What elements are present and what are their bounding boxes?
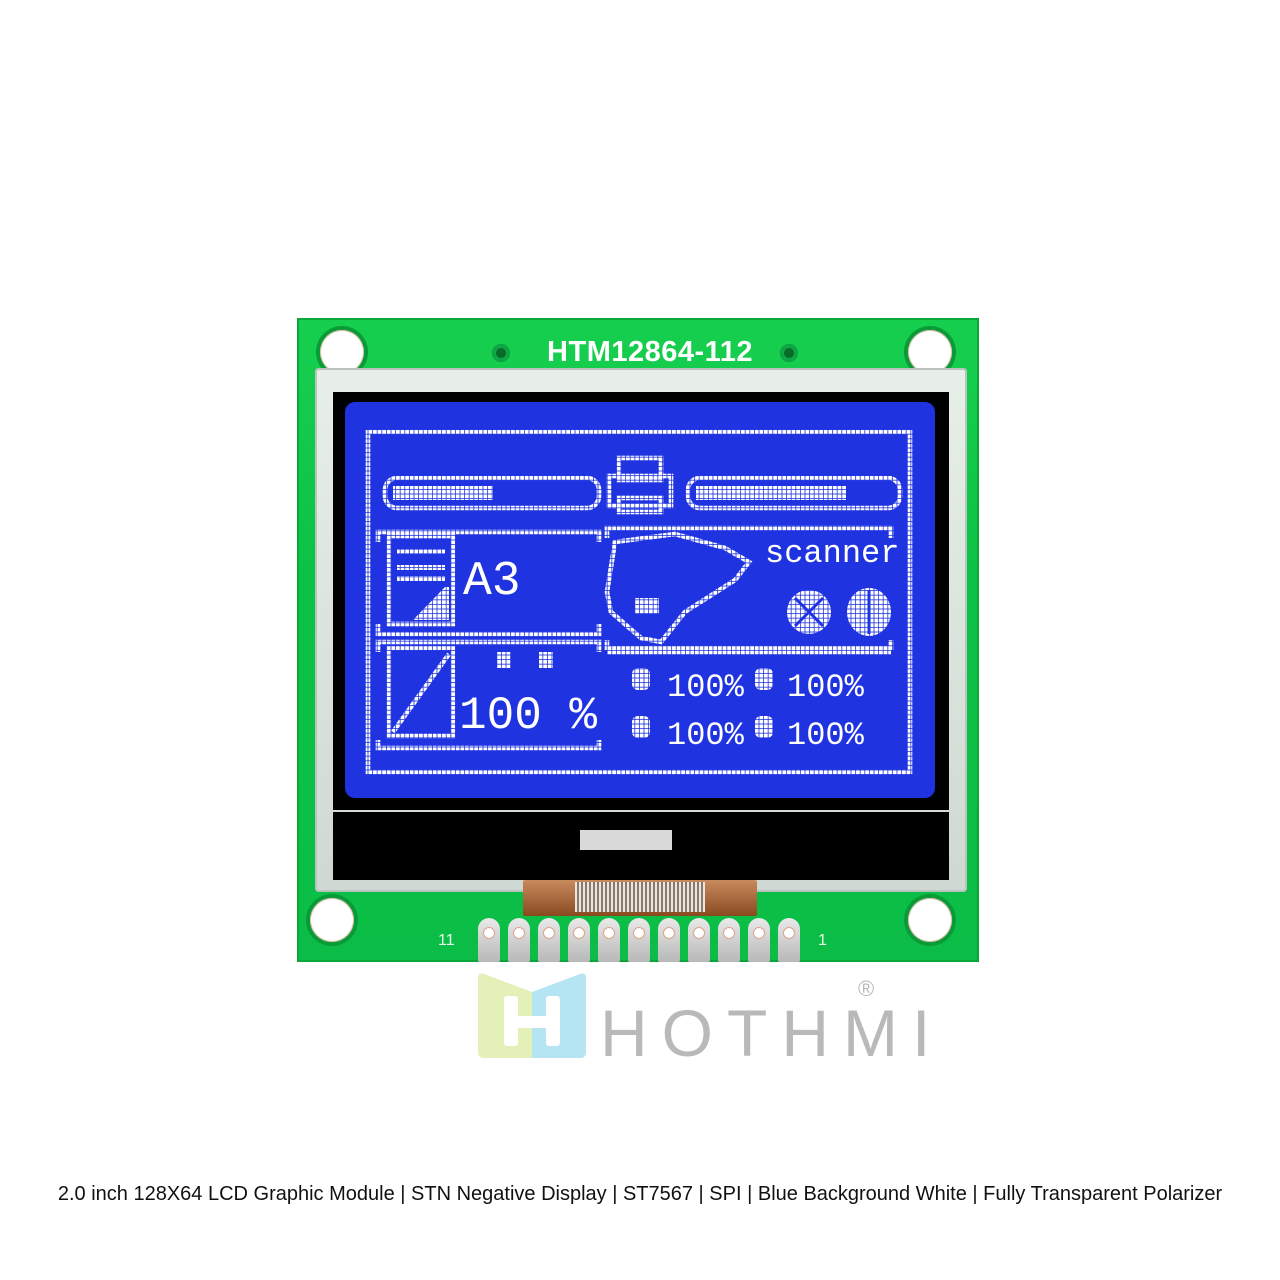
lcd-graphics: A3 scanner 100 % 100% 100% 100% 100%: [365, 429, 913, 775]
ink-m-value: 100%: [787, 669, 865, 706]
pin-label-right: 1: [818, 932, 827, 949]
pin-7: [598, 918, 620, 962]
pin-6: [628, 918, 650, 962]
model-silkscreen: HTM12864-112: [547, 336, 753, 368]
pin-11: [478, 918, 500, 962]
mounting-hole-top-left: [320, 330, 364, 374]
panel-left-top-frame: [375, 529, 602, 637]
screen-outer-border: [365, 429, 913, 775]
zoom-diagonal-icon: [386, 645, 456, 739]
pin-8: [568, 918, 590, 962]
ink-k-value: 100%: [787, 717, 865, 754]
pin-5: [658, 918, 680, 962]
pin-2: [748, 918, 770, 962]
ink-y-value: 100%: [667, 717, 745, 754]
progress-bar-left: [382, 475, 602, 511]
panel-right-top-frame: [604, 525, 894, 651]
ink-c-value: 100%: [667, 669, 745, 706]
ink-c-icon: [632, 668, 650, 690]
fiducial-icon: [780, 344, 798, 362]
lcd-screen: A3 scanner 100 % 100% 100% 100% 100%: [345, 402, 935, 798]
zoom-value: 100 %: [459, 690, 597, 742]
zoom-out-icon: [539, 652, 553, 668]
paper-size-label: A3: [463, 555, 521, 609]
brand-name: HOTHMI: [600, 996, 945, 1070]
fiducial-icon: [492, 344, 510, 362]
product-caption: 2.0 inch 128X64 LCD Graphic Module | STN…: [57, 1183, 1223, 1205]
scanner-label: scanner: [765, 535, 899, 572]
fpc-traces: [575, 882, 705, 912]
hothmi-logo-icon: [478, 973, 586, 1058]
progress-bar-right: [685, 475, 903, 511]
mounting-hole-top-right: [908, 330, 952, 374]
zoom-in-icon: [497, 652, 511, 668]
lcd-seal-marker: [580, 830, 672, 850]
ink-k-icon: [755, 716, 773, 738]
pin-3: [718, 918, 740, 962]
mounting-hole-bottom-right: [908, 898, 952, 942]
mounting-hole-bottom-left: [310, 898, 354, 942]
paper-document-icon: [386, 533, 456, 627]
ink-y-icon: [632, 716, 650, 738]
pin-4: [688, 918, 710, 962]
registered-mark: ®: [858, 976, 875, 1001]
pin-9: [538, 918, 560, 962]
ink-m-icon: [755, 668, 773, 690]
pin-10: [508, 918, 530, 962]
scanner-device-icon: [604, 531, 753, 645]
pin-1: [778, 918, 800, 962]
pin-label-left: 11: [438, 932, 455, 949]
printer-icon: [606, 455, 674, 515]
panel-left-bottom-frame: [375, 639, 602, 751]
